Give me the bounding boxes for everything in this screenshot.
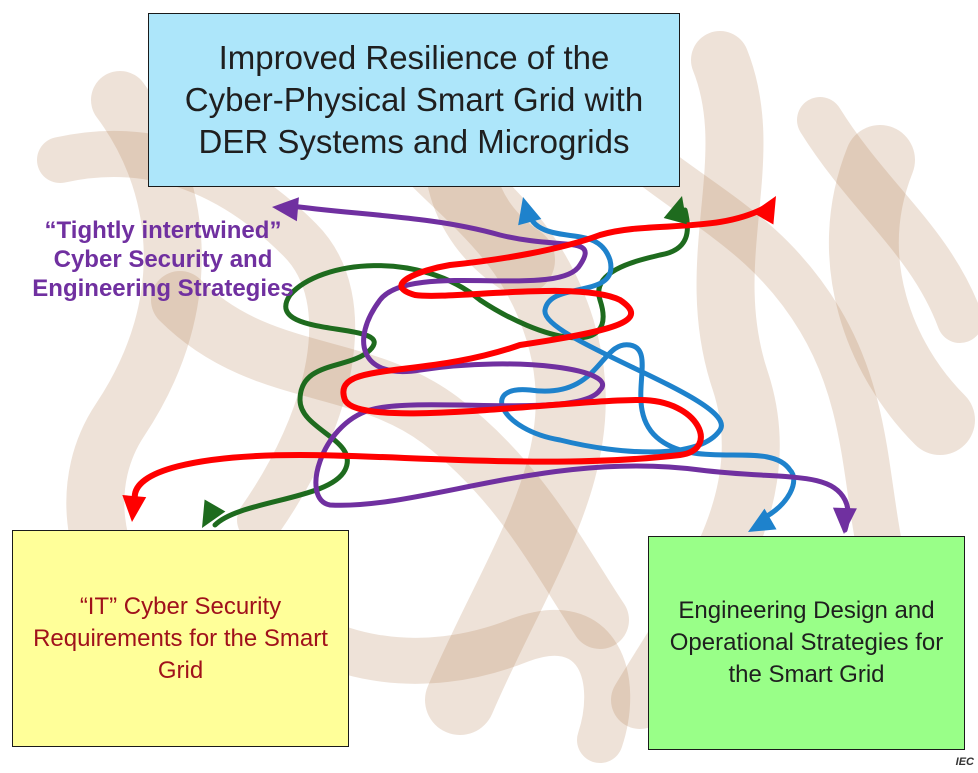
red-strand: [131, 202, 773, 503]
wood-branch: [828, 125, 975, 455]
engineering-strategies-box: Engineering Design and Operational Strat…: [648, 536, 965, 750]
red-arrowhead-left: [122, 495, 147, 522]
wood-branch: [37, 131, 356, 543]
blue-strand: [499, 207, 797, 523]
purple-arrowhead-top: [272, 197, 299, 222]
resilience-goal-box: Improved Resilience of the Cyber-Physica…: [148, 13, 680, 187]
intertwined-strategies-callout: “Tightly intertwined” Cyber Security and…: [32, 217, 294, 302]
green-arrowhead-left: [202, 499, 226, 528]
purple-arrowhead-right: [832, 507, 857, 534]
blue-arrowhead-right: [748, 508, 777, 532]
arrowheads: [122, 196, 857, 534]
source-label: IEC: [955, 756, 974, 768]
green-arrowhead-top: [663, 196, 687, 225]
engineering-strategies-text: Engineering Design and Operational Strat…: [669, 597, 944, 688]
purple-strand: [282, 202, 851, 533]
red-arrowhead-top: [752, 196, 776, 225]
resilience-goal-text: Improved Resilience of the Cyber-Physica…: [184, 39, 644, 160]
wood-branch: [151, 271, 629, 649]
it-cyber-security-box: “IT” Cyber Security Requirements for the…: [12, 530, 349, 747]
blue-arrowhead-top: [518, 197, 542, 226]
wood-branch: [797, 97, 978, 343]
it-cyber-security-text: “IT” Cyber Security Requirements for the…: [33, 592, 328, 684]
intertwined-strands: [131, 202, 851, 533]
